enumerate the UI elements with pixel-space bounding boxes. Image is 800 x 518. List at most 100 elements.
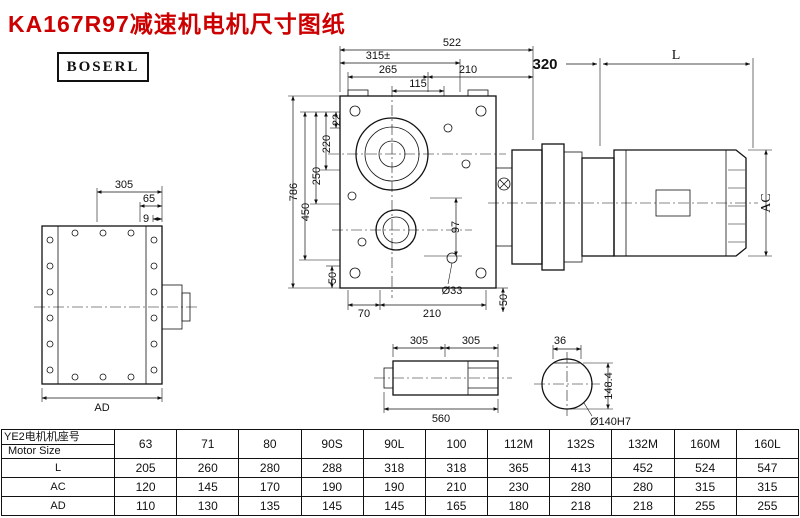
value-cell: 230 [487, 477, 551, 497]
value-cell: 130 [176, 496, 240, 516]
value-cell: 145 [176, 477, 240, 497]
value-cell: 255 [673, 496, 737, 516]
value-cell: 145 [300, 496, 364, 516]
dim-shaft-305b: 305 [462, 335, 480, 347]
size-header-63: 63 [113, 429, 178, 459]
value-cell: 165 [424, 496, 489, 516]
table-row-AD: AD 110 130 135 145 145 165 180 218 218 2… [1, 496, 800, 516]
gearbox-front-view: 522 315± 265 210 115 22 220 [288, 37, 534, 320]
motor-flange [581, 157, 615, 257]
value-cell: 170 [238, 477, 302, 497]
motor-size-label-en: Motor Size [8, 445, 61, 457]
value-cell: 210 [424, 477, 489, 497]
dim-bore-36: 36 [554, 335, 566, 347]
motor-size-table: YE2电机机座号 Motor Size 63 71 80 90S 90L 100… [1, 429, 800, 516]
gearbox-side-view: 305 65 9 AD [34, 179, 198, 414]
size-header-132M: 132M [611, 429, 675, 459]
dim-front-22: 22 [331, 114, 343, 126]
size-header-100: 100 [424, 429, 489, 459]
value-cell: 315 [673, 477, 737, 497]
value-cell: 280 [238, 458, 302, 478]
dim-side-AD: AD [94, 402, 109, 414]
dim-front-450: 450 [300, 203, 312, 221]
gearbox-front-outline [339, 95, 497, 289]
table-row-AC: AC 120 145 170 190 190 210 230 280 280 3… [1, 477, 800, 497]
dim-motor-L: L [672, 48, 681, 63]
brand-text: BOSERL [66, 58, 140, 75]
value-cell: 365 [487, 458, 551, 478]
size-header-80: 80 [238, 429, 302, 459]
dim-bore-148: 148.4 [603, 372, 615, 400]
bore-circle [541, 358, 593, 410]
value-cell: 318 [424, 458, 489, 478]
bearing-symbol [497, 177, 511, 191]
output-shaft-view: 305 305 560 [374, 335, 512, 425]
dim-front-50-left: 50 [327, 272, 339, 284]
value-cell: 524 [673, 458, 737, 478]
value-cell: 120 [113, 477, 178, 497]
value-cell: 190 [362, 477, 426, 497]
dim-front-115: 115 [409, 78, 427, 90]
motor-body-outline [613, 149, 747, 257]
value-cell: 413 [549, 458, 613, 478]
shaft-outline [392, 360, 499, 396]
value-cell: 218 [611, 496, 675, 516]
hollow-bore-section-view: 36 148.4 Ø140H7 [534, 335, 631, 428]
value-cell: 260 [176, 458, 240, 478]
value-cell: 280 [549, 477, 613, 497]
dim-front-522: 522 [443, 37, 461, 49]
dim-side-65: 65 [143, 193, 155, 205]
size-header-160L: 160L [735, 429, 800, 459]
row-label-L: L [1, 458, 115, 478]
value-cell: 315 [735, 477, 800, 497]
value-cell: 288 [300, 458, 364, 478]
dim-front-265: 265 [379, 64, 397, 76]
dim-front-33: Ø33 [442, 285, 463, 297]
gearbox-side-outline [41, 225, 163, 385]
value-cell: 180 [487, 496, 551, 516]
adapter-flange [541, 143, 565, 271]
dim-motor-AC: AC [759, 193, 774, 212]
dim-side-305: 305 [115, 179, 133, 191]
motor-assembly-view: 320 L AC [488, 48, 774, 271]
value-cell: 218 [549, 496, 613, 516]
dim-front-210-bottom: 210 [423, 308, 441, 320]
dim-front-250: 250 [311, 167, 323, 185]
value-cell: 318 [362, 458, 426, 478]
dim-front-315: 315± [366, 50, 390, 62]
dim-side-9: 9 [143, 213, 149, 225]
dim-bore-140H7: Ø140H7 [590, 416, 631, 428]
value-cell: 135 [238, 496, 302, 516]
dim-front-70: 70 [358, 308, 370, 320]
dim-front-786: 786 [288, 183, 300, 201]
brand-logo-box: BOSERL [57, 52, 149, 82]
row-label-AD: AD [1, 496, 115, 516]
value-cell: 255 [735, 496, 800, 516]
technical-drawing: 305 65 9 AD [34, 37, 774, 428]
size-header-160M: 160M [673, 429, 737, 459]
size-header-90S: 90S [300, 429, 364, 459]
dim-shaft-560: 560 [432, 413, 450, 425]
table-row-L: L 205 260 280 288 318 318 365 413 452 52… [1, 458, 800, 478]
size-header-132S: 132S [549, 429, 613, 459]
dim-front-50-right: 50 [498, 294, 510, 306]
motor-size-label-cn: YE2电机机座号 [2, 430, 114, 445]
table-header-row: YE2电机机座号 Motor Size 63 71 80 90S 90L 100… [1, 429, 800, 459]
size-header-112M: 112M [487, 429, 551, 459]
dim-front-210-top: 210 [459, 64, 477, 76]
dim-front-97: 97 [450, 221, 462, 233]
size-header-90L: 90L [362, 429, 426, 459]
value-cell: 110 [113, 496, 178, 516]
value-cell: 190 [300, 477, 364, 497]
adapter-bell [511, 149, 543, 265]
value-cell: 280 [611, 477, 675, 497]
value-cell: 452 [611, 458, 675, 478]
size-header-71: 71 [176, 429, 240, 459]
value-cell: 547 [735, 458, 800, 478]
dim-shaft-305a: 305 [410, 335, 428, 347]
value-cell: 205 [113, 458, 178, 478]
value-cell: 145 [362, 496, 426, 516]
dim-motor-320: 320 [532, 56, 557, 73]
motor-size-label-cell: YE2电机机座号 Motor Size [1, 429, 115, 459]
